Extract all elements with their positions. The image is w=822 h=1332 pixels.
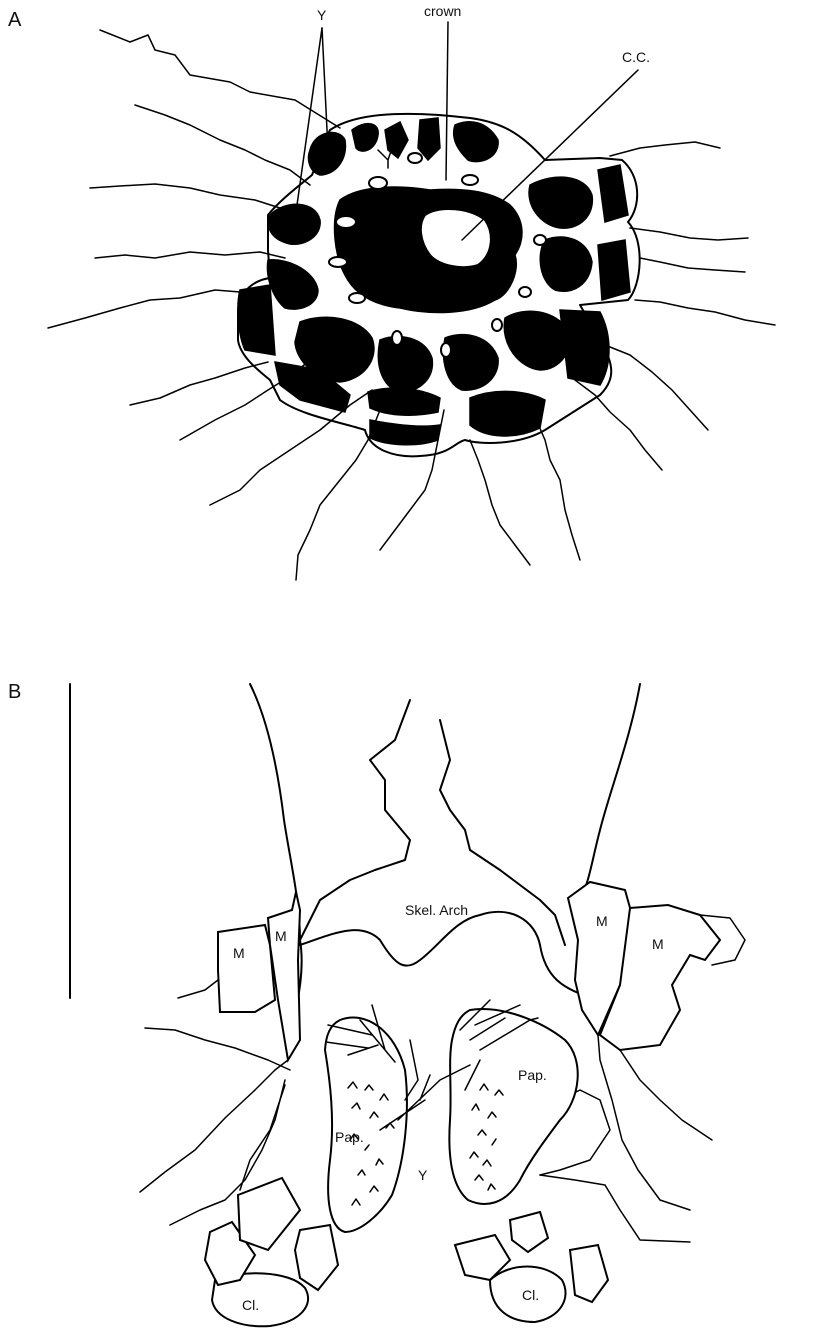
label-m-1: M [233,945,245,961]
panel-a-label-crown: crown [424,3,461,19]
cl-plates [205,1178,608,1326]
label-skel-arch: Skel. Arch [405,902,468,918]
panel-a-septa [238,118,630,445]
label-cl-left: Cl. [242,1297,259,1313]
papillae [325,1000,578,1232]
label-m-4: M [652,936,664,952]
panel-a: A [8,3,775,580]
label-y: Y [418,1167,428,1183]
label-pap-right: Pap. [518,1067,547,1083]
panel-a-label-cc: C.C. [622,49,650,65]
panel-b: B [8,681,745,1326]
label-m-3: M [596,913,608,929]
panel-a-letter: A [8,9,22,31]
panel-b-letter: B [8,681,21,703]
label-m-2: M [275,928,287,944]
panel-a-label-y: Y [317,7,327,23]
label-pap-left: Pap. [335,1129,364,1145]
label-cl-right: Cl. [522,1287,539,1303]
